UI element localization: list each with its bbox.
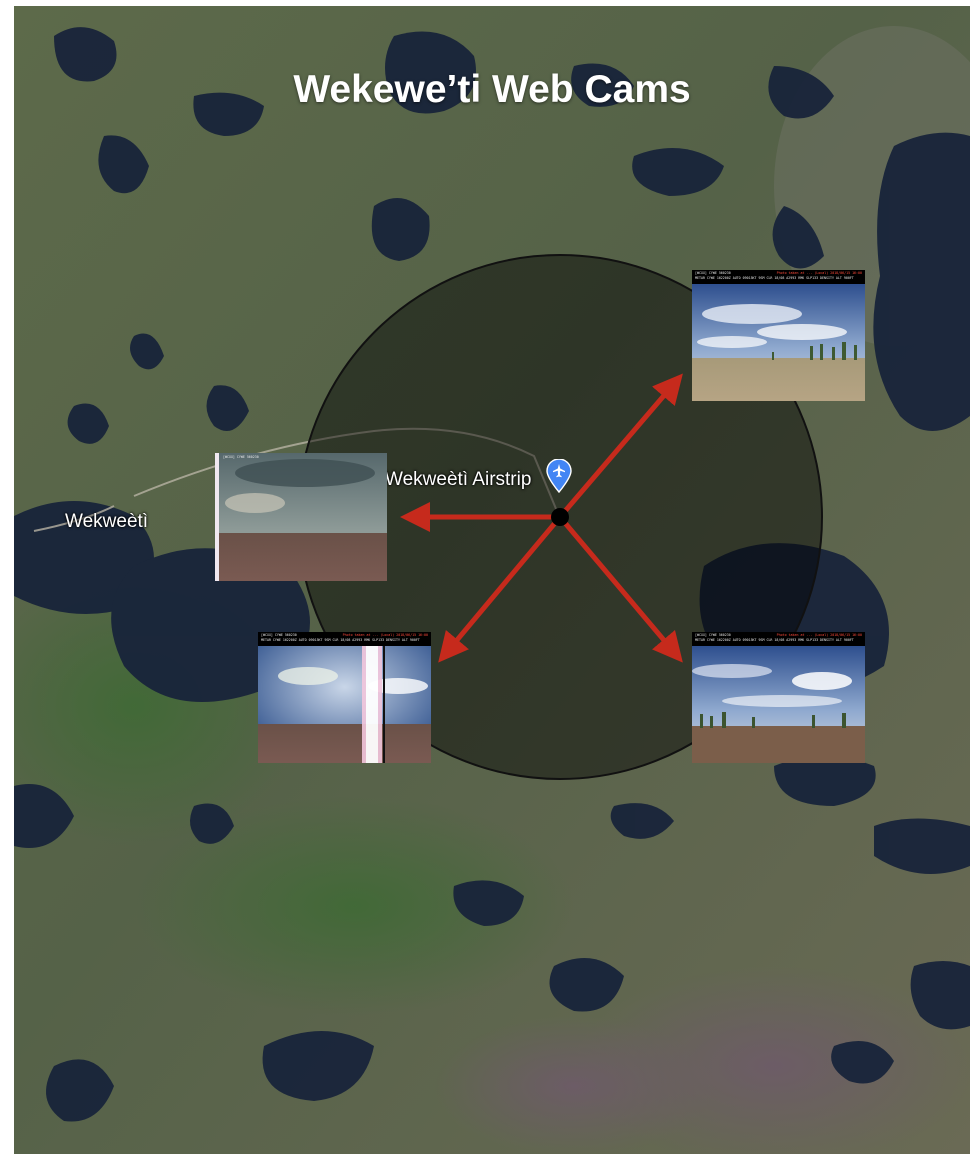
webcam-metar: METAR CYWE 162200Z AUTO 09015KT 9SM CLR … bbox=[695, 276, 854, 280]
webcam-north-east[interactable]: [WCXX] CYWE 560230 Photo taken at ... (L… bbox=[692, 270, 865, 401]
webcam-image bbox=[692, 284, 865, 401]
webcam-station: [WCXX] CYWE 560230 bbox=[695, 271, 731, 275]
arrow-north-east-icon bbox=[557, 373, 683, 520]
satellite-terrain bbox=[14, 6, 970, 1154]
airstrip-label[interactable]: Wekweètì Airstrip bbox=[385, 469, 532, 490]
airplane-pin-icon[interactable] bbox=[546, 459, 572, 493]
arrow-south-east-icon bbox=[557, 514, 683, 663]
webcam-timestamp: Photo taken at ... (Local) 2018/06/15 16… bbox=[342, 633, 428, 637]
webcam-metar: METAR CYWE 162200Z AUTO 09015KT 9SM CLR … bbox=[261, 638, 420, 642]
town-label: Wekweètì bbox=[65, 511, 149, 532]
webcam-header: [WCXX] CYWE 560230 Photo taken at ... (L… bbox=[692, 270, 865, 284]
webcam-image bbox=[258, 646, 431, 763]
arrow-south-west-icon bbox=[438, 514, 563, 663]
webcam-header: [WCXX] CYWE 560230 Photo taken at ... (L… bbox=[258, 632, 431, 646]
direction-arrows bbox=[400, 373, 683, 663]
webcam-image bbox=[215, 453, 387, 581]
webcam-metar: METAR CYWE 162200Z AUTO 09015KT 9SM CLR … bbox=[695, 638, 854, 642]
webcam-timestamp: Photo taken at ... (Local) 2018/06/15 16… bbox=[776, 633, 862, 637]
center-dot-icon bbox=[551, 508, 569, 526]
webcam-timestamp: Photo taken at ... (Local) 2018/06/15 16… bbox=[776, 271, 862, 275]
page-title: Wekewe’ti Web Cams bbox=[293, 68, 691, 111]
webcam-station: [WCXX] CYWE 560230 bbox=[261, 633, 297, 637]
satellite-map[interactable]: Wekewe’ti Web Cams Wekweètì Wekweètì Air… bbox=[14, 6, 970, 1154]
webcam-south-west[interactable]: [WCXX] CYWE 560230 Photo taken at ... (L… bbox=[258, 632, 431, 763]
webcam-station: [WCXX] CYWE 560230 bbox=[695, 633, 731, 637]
webcam-west[interactable]: [WCXX] CYWE 560230 bbox=[215, 453, 387, 581]
webcam-station: [WCXX] CYWE 560230 bbox=[223, 455, 259, 459]
webcam-image bbox=[692, 646, 865, 763]
webcam-south-east[interactable]: [WCXX] CYWE 560230 Photo taken at ... (L… bbox=[692, 632, 865, 763]
webcam-header: [WCXX] CYWE 560230 Photo taken at ... (L… bbox=[692, 632, 865, 646]
